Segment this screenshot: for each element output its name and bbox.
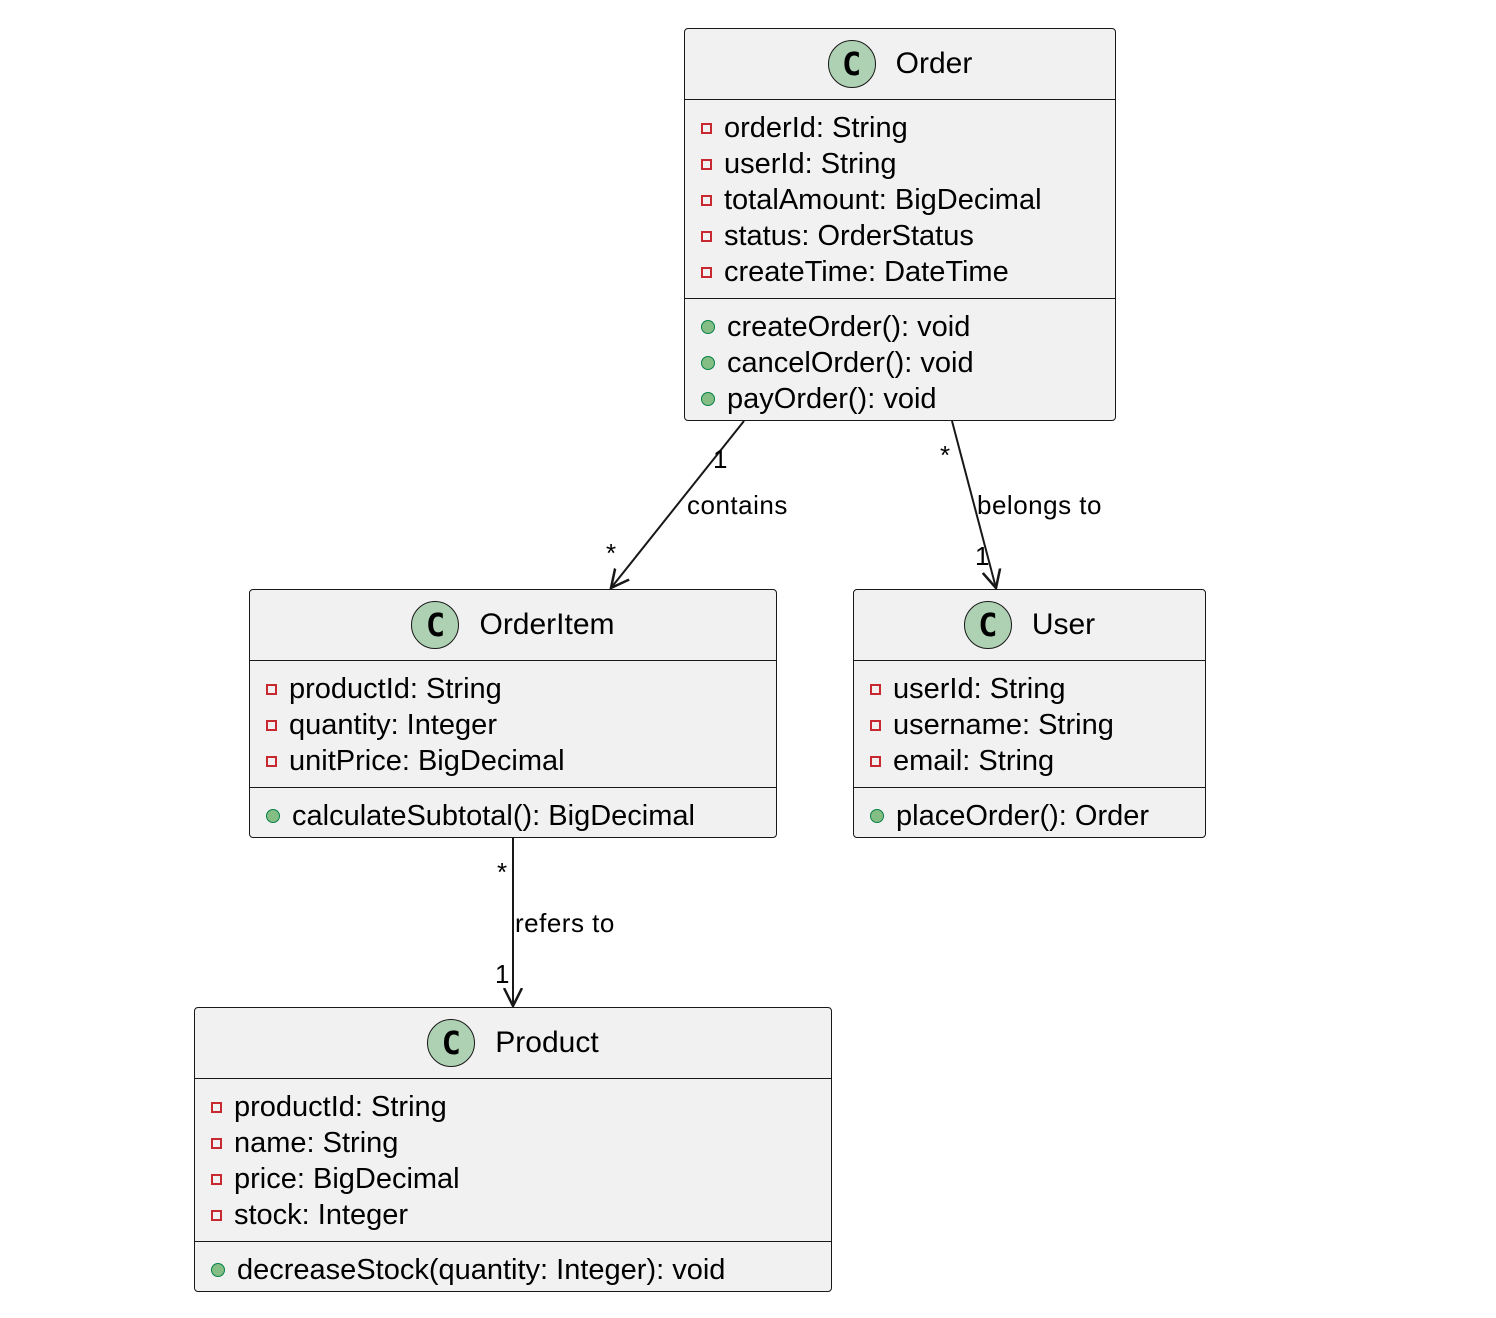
- product-attribute: productId: String: [211, 1089, 819, 1125]
- product-method: decreaseStock(quantity: Integer): void: [211, 1252, 819, 1288]
- user-attribute: userId: String: [870, 671, 1193, 707]
- orderitem-attributes: productId: String quantity: Integer unit…: [250, 661, 776, 787]
- refers-to-target-multiplicity: 1: [495, 959, 510, 989]
- class-stereotype-icon: C: [427, 1019, 476, 1067]
- user-attributes: userId: String username: String email: S…: [854, 661, 1205, 787]
- belongs-to-target-multiplicity: 1: [975, 541, 990, 571]
- public-visibility-icon: [701, 356, 715, 370]
- private-visibility-icon: [701, 122, 712, 134]
- private-visibility-icon: [211, 1173, 222, 1185]
- user-attribute: username: String: [870, 707, 1193, 743]
- private-visibility-icon: [870, 719, 881, 731]
- private-visibility-icon: [701, 266, 712, 278]
- contains-label: contains: [687, 490, 788, 520]
- class-stereotype-icon: C: [963, 601, 1012, 649]
- private-visibility-icon: [211, 1137, 222, 1149]
- product-attribute: name: String: [211, 1125, 819, 1161]
- public-visibility-icon: [211, 1263, 225, 1277]
- refers-to-source-multiplicity: *: [497, 857, 508, 887]
- user-class-header: C User: [854, 590, 1205, 661]
- order-attribute: status: OrderStatus: [701, 218, 1103, 254]
- order-method: payOrder(): void: [701, 381, 1103, 417]
- private-visibility-icon: [701, 194, 712, 206]
- orderitem-class[interactable]: C OrderItem productId: String quantity: …: [249, 589, 777, 838]
- class-stereotype-icon: C: [827, 40, 876, 88]
- order-methods: createOrder(): void cancelOrder(): void …: [685, 298, 1115, 425]
- public-visibility-icon: [701, 320, 715, 334]
- public-visibility-icon: [701, 392, 715, 406]
- private-visibility-icon: [211, 1209, 222, 1221]
- orderitem-methods: calculateSubtotal(): BigDecimal: [250, 787, 776, 842]
- order-method: cancelOrder(): void: [701, 345, 1103, 381]
- product-methods: decreaseStock(quantity: Integer): void: [195, 1241, 831, 1296]
- private-visibility-icon: [870, 755, 881, 767]
- belongs-to-label: belongs to: [977, 490, 1102, 520]
- private-visibility-icon: [701, 230, 712, 242]
- orderitem-attribute: unitPrice: BigDecimal: [266, 743, 764, 779]
- belongs-to-association-line: [951, 420, 996, 588]
- order-attribute: totalAmount: BigDecimal: [701, 182, 1103, 218]
- belongs-to-source-multiplicity: *: [940, 440, 951, 470]
- order-class-header: C Order: [685, 29, 1115, 100]
- orderitem-method: calculateSubtotal(): BigDecimal: [266, 798, 764, 834]
- orderitem-class-name: OrderItem: [479, 608, 615, 641]
- user-method: placeOrder(): Order: [870, 798, 1193, 834]
- product-class[interactable]: C Product productId: String name: String…: [194, 1007, 832, 1292]
- product-class-name: Product: [495, 1026, 599, 1059]
- class-stereotype-icon: C: [411, 601, 460, 649]
- contains-source-multiplicity: 1: [713, 444, 728, 474]
- user-methods: placeOrder(): Order: [854, 787, 1205, 842]
- private-visibility-icon: [266, 683, 277, 695]
- private-visibility-icon: [211, 1101, 222, 1113]
- contains-target-multiplicity: *: [606, 538, 617, 568]
- product-attribute: price: BigDecimal: [211, 1161, 819, 1197]
- order-method: createOrder(): void: [701, 309, 1103, 345]
- order-attribute: createTime: DateTime: [701, 254, 1103, 290]
- public-visibility-icon: [266, 809, 280, 823]
- refers-to-label: refers to: [515, 908, 615, 938]
- contains-association-line: [611, 420, 745, 588]
- order-attribute: orderId: String: [701, 110, 1103, 146]
- private-visibility-icon: [266, 755, 277, 767]
- orderitem-attribute: quantity: Integer: [266, 707, 764, 743]
- order-class[interactable]: C Order orderId: String userId: String t…: [684, 28, 1116, 421]
- order-class-name: Order: [895, 47, 973, 80]
- product-class-header: C Product: [195, 1008, 831, 1079]
- private-visibility-icon: [870, 683, 881, 695]
- product-attributes: productId: String name: String price: Bi…: [195, 1079, 831, 1241]
- private-visibility-icon: [266, 719, 277, 731]
- user-attribute: email: String: [870, 743, 1193, 779]
- order-attribute: userId: String: [701, 146, 1103, 182]
- user-class[interactable]: C User userId: String username: String e…: [853, 589, 1206, 838]
- product-attribute: stock: Integer: [211, 1197, 819, 1233]
- orderitem-attribute: productId: String: [266, 671, 764, 707]
- orderitem-class-header: C OrderItem: [250, 590, 776, 661]
- user-class-name: User: [1031, 608, 1096, 641]
- order-attributes: orderId: String userId: String totalAmou…: [685, 100, 1115, 298]
- private-visibility-icon: [701, 158, 712, 170]
- public-visibility-icon: [870, 809, 884, 823]
